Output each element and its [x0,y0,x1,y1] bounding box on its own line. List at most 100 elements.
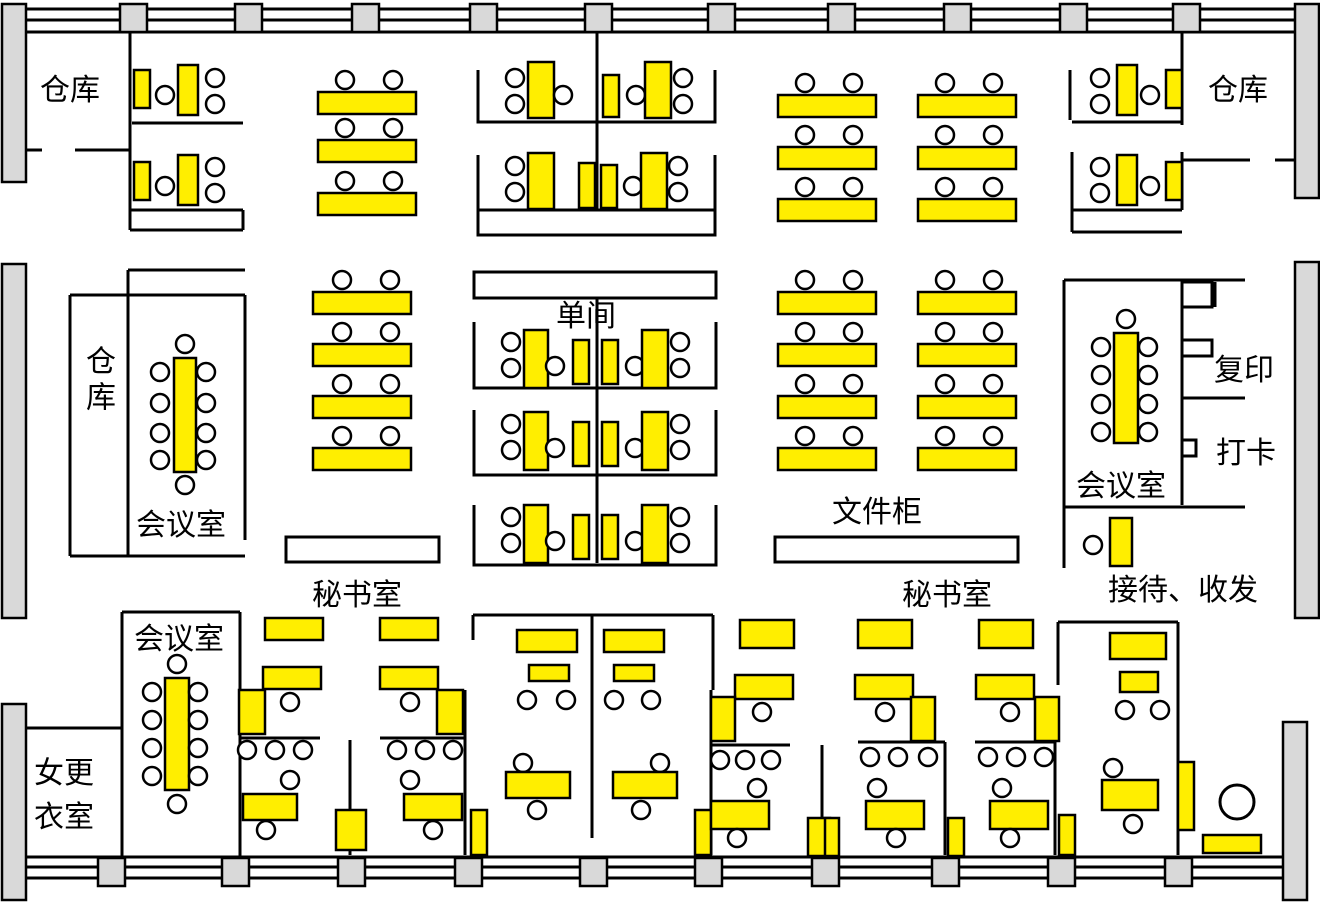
pillar [1293,260,1320,620]
chair [1090,364,1112,386]
chair [934,269,956,291]
chair [379,269,401,291]
chair [1090,393,1112,415]
chair [842,72,864,94]
desk [640,410,670,472]
desk [1033,695,1061,743]
desk [738,618,796,650]
desk [602,628,666,654]
pillar [578,856,609,888]
desk [378,665,440,691]
chair [669,506,691,528]
desk [916,290,1018,316]
desk [172,356,198,474]
chair [982,176,1004,198]
chair [187,709,209,731]
pillar [1046,856,1077,888]
chair [630,799,652,821]
desk [1108,516,1134,568]
desk [1108,631,1168,661]
chair [726,827,748,849]
desk [709,695,737,743]
desk [977,618,1035,650]
pillar [468,2,499,34]
desk [1057,813,1077,857]
chair [195,422,217,444]
chair [187,737,209,759]
single-room-divider [472,270,718,300]
chair [794,373,816,395]
chair [264,739,286,761]
desk [176,153,200,207]
pillar [0,702,28,902]
wall-line [476,155,717,237]
label-storage-top-left: 仓库 [40,73,100,108]
chair [500,331,522,353]
chair [672,67,694,89]
chair [874,701,896,723]
desk [733,673,795,701]
chair [794,269,816,291]
chair [382,69,404,91]
desk [600,338,620,386]
desk [916,145,1018,171]
pillar [350,2,381,34]
chair [934,425,956,447]
chair [1089,93,1111,115]
pillar [706,2,737,34]
desk [776,342,878,368]
chair [141,709,163,731]
desk [1118,670,1160,694]
chair [842,425,864,447]
chair [141,765,163,787]
pillar [0,262,28,620]
chair [982,72,1004,94]
clock-in-device [1180,438,1198,458]
chair [999,827,1021,849]
chair [794,425,816,447]
chair [526,799,548,821]
chair [154,84,176,106]
desk [571,338,591,386]
chair [174,333,196,355]
chair [669,413,691,435]
chair [603,689,625,711]
chair [794,124,816,146]
desk [1115,153,1139,207]
chair [991,777,1013,799]
chair [149,422,171,444]
pillar [1171,2,1202,34]
chair [500,413,522,435]
desk [526,60,556,120]
round-table [1218,783,1256,821]
chair [667,181,689,203]
chair [382,117,404,139]
chair [669,532,691,554]
copy-machine [1180,280,1214,309]
desk [522,328,550,390]
chair [667,155,689,177]
wall-line [472,410,718,477]
chair [334,170,356,192]
pillar [233,2,264,34]
chair [1102,757,1124,779]
pillar [220,856,251,888]
chair [334,69,356,91]
chair [500,357,522,379]
chair [977,746,999,768]
label-copy: 复印 [1214,353,1274,388]
desk [132,68,152,110]
chair [379,321,401,343]
chair [279,769,301,791]
furniture [132,60,1263,858]
chair [187,681,209,703]
chair [1114,699,1136,721]
desk [1164,68,1184,110]
desk [526,151,556,211]
chair [399,769,421,791]
chair [255,819,277,841]
chair [734,749,756,771]
chair [149,361,171,383]
